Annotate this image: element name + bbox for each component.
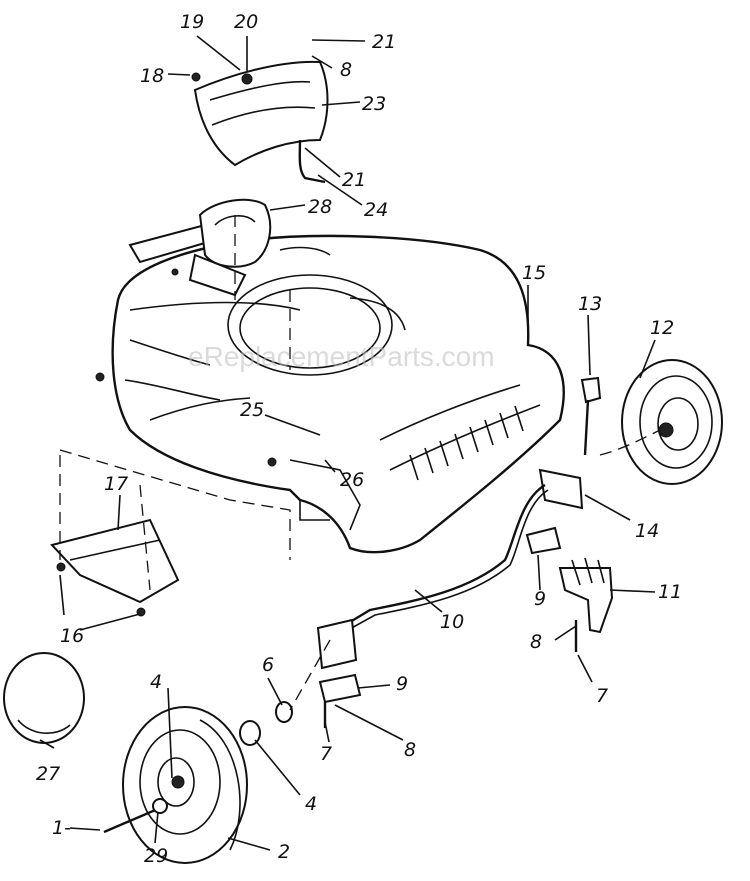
callout-11: 11 — [658, 581, 682, 603]
callout-25: 25 — [240, 399, 264, 421]
callout-9-right: 9 — [534, 588, 546, 610]
callout-1: 1- — [52, 817, 71, 839]
spring-rod-24 — [298, 139, 326, 184]
alignment-lines — [59, 215, 661, 711]
axle-bracket-14 — [538, 468, 584, 510]
axle-plate-lower — [316, 618, 358, 670]
callout-8-right: 8 — [530, 631, 542, 653]
discharge-cover-23 — [191, 60, 329, 167]
callout-14: 14 — [635, 520, 659, 542]
mower-deck — [95, 234, 565, 554]
callout-labels: 19 20 21 18 8 23 21 28 24 15 13 12 25 26… — [36, 11, 682, 867]
bracket-9-upper — [525, 526, 562, 555]
callout-19: 19 — [180, 11, 204, 33]
axle-rod-10 — [344, 483, 546, 627]
callout-28: 28 — [308, 196, 332, 218]
callout-13: 13 — [578, 293, 602, 315]
callout-10: 10 — [440, 611, 464, 633]
callout-26: 26 — [340, 469, 364, 491]
callout-9-left: 9 — [396, 673, 408, 695]
callout-7-left: 7 — [320, 743, 332, 765]
callout-16: 16 — [60, 625, 84, 647]
bracket-9-lower — [318, 673, 362, 704]
watermark: eReplacementParts.com — [188, 341, 495, 372]
rear-wheel-12 — [621, 359, 723, 485]
callout-17: 17 — [104, 473, 128, 495]
callout-8-top: 8 — [340, 59, 352, 81]
callout-8-left: 8 — [404, 739, 416, 761]
handle-bracket-28 — [128, 198, 272, 297]
callout-7-right: 7 — [596, 685, 608, 707]
callout-21-top: 21 — [372, 31, 396, 53]
callout-29: 29 — [144, 845, 168, 867]
callout-4-upper: 4 — [150, 671, 162, 693]
deflector-17 — [50, 518, 180, 617]
deck-vent-slots — [409, 405, 524, 481]
bushing-4 — [239, 720, 261, 746]
washer-29 — [152, 798, 168, 814]
front-wheel-2 — [122, 706, 248, 864]
callout-4-lower: 4 — [305, 793, 317, 815]
callout-23: 23 — [362, 93, 386, 115]
callout-27: 27 — [36, 763, 60, 785]
wheel-bolt-1 — [103, 806, 161, 834]
callout-2: 2 — [278, 841, 290, 863]
spacer-6 — [275, 701, 293, 723]
callout-21-mid: 21 — [342, 169, 366, 191]
height-bracket-11 — [558, 567, 614, 634]
callout-24: 24 — [364, 199, 388, 221]
leader-lines — [39, 35, 656, 851]
hub-cap-27 — [3, 652, 85, 744]
callout-15: 15 — [522, 262, 546, 284]
height-adjuster-13 — [580, 376, 602, 456]
callout-12: 12 — [650, 317, 674, 339]
callout-18: 18 — [140, 65, 164, 87]
callout-6: 6 — [262, 654, 274, 676]
callout-20: 20 — [234, 11, 258, 33]
